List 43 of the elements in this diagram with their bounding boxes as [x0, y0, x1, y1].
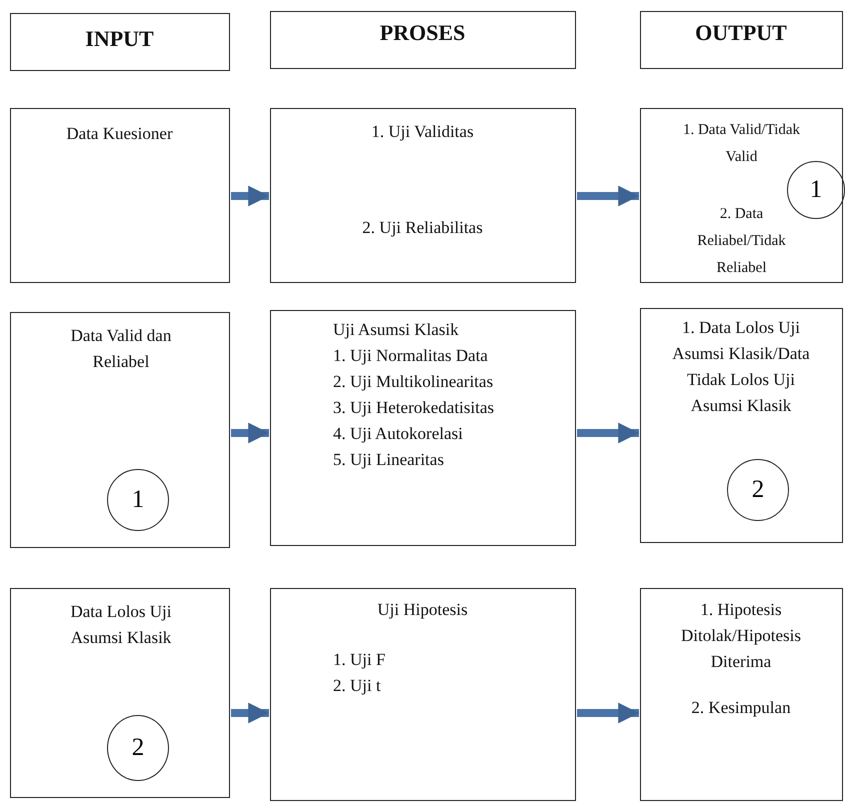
box-text: 1. Uji F: [333, 649, 386, 671]
box-text: 2. Data Reliabel/Tidak Reliabel: [696, 205, 787, 278]
numbered-circle: 2: [727, 459, 789, 521]
process-box: [640, 108, 843, 283]
box-text: 2. Kesimpulan: [690, 697, 792, 719]
process-box: [640, 588, 843, 801]
box-text: 2. Uji Reliabilitas: [361, 217, 484, 239]
process-box: [270, 310, 576, 546]
box-text: 2. Uji Multikolinearitas: [333, 371, 494, 393]
box-text: Data Lolos Uji Asumsi Klasik: [69, 601, 173, 649]
box-text: 1. Uji Validitas: [370, 121, 475, 143]
process-box: [10, 588, 230, 798]
column-heading: INPUT: [84, 26, 155, 52]
process-box: [270, 108, 576, 283]
process-box: [640, 308, 843, 543]
box-text: Data Valid dan Reliabel: [70, 325, 172, 373]
column-heading: PROSES: [378, 20, 466, 46]
numbered-circle: 2: [107, 715, 169, 781]
column-header-box: [640, 11, 843, 69]
column-header-box: [10, 13, 230, 71]
box-text: Data Kuesioner: [65, 123, 174, 145]
block-arrow: [231, 186, 269, 206]
column-header-box: [270, 11, 576, 69]
process-box: [10, 312, 230, 548]
box-text: 1. Uji Normalitas Data: [333, 345, 489, 367]
box-text: 1. Data Lolos Uji Asumsi Klasik/Data Tidak Lolos Uji Asumsi Klasik: [671, 317, 811, 417]
box-text: 1. Hipotesis Ditolak/Hipotesis Diterima: [680, 599, 802, 673]
block-arrow: [577, 422, 639, 444]
process-box: [10, 108, 230, 283]
box-text: 3. Uji Heterokedatisitas: [333, 397, 495, 419]
box-text: 4. Uji Autokorelasi: [333, 423, 464, 445]
box-text: 5. Uji Linearitas: [333, 449, 445, 471]
numbered-circle: 1: [107, 469, 169, 531]
block-arrow: [231, 702, 269, 724]
block-arrow: [577, 186, 639, 206]
process-box: [270, 588, 576, 801]
box-text: Uji Asumsi Klasik: [333, 319, 460, 341]
box-text: Uji Hipotesis: [376, 599, 469, 621]
column-heading: OUTPUT: [694, 20, 788, 46]
box-text: 2. Uji t: [333, 675, 382, 697]
block-arrow: [231, 422, 269, 444]
numbered-circle: 1: [787, 161, 845, 219]
block-arrow: [577, 702, 639, 724]
